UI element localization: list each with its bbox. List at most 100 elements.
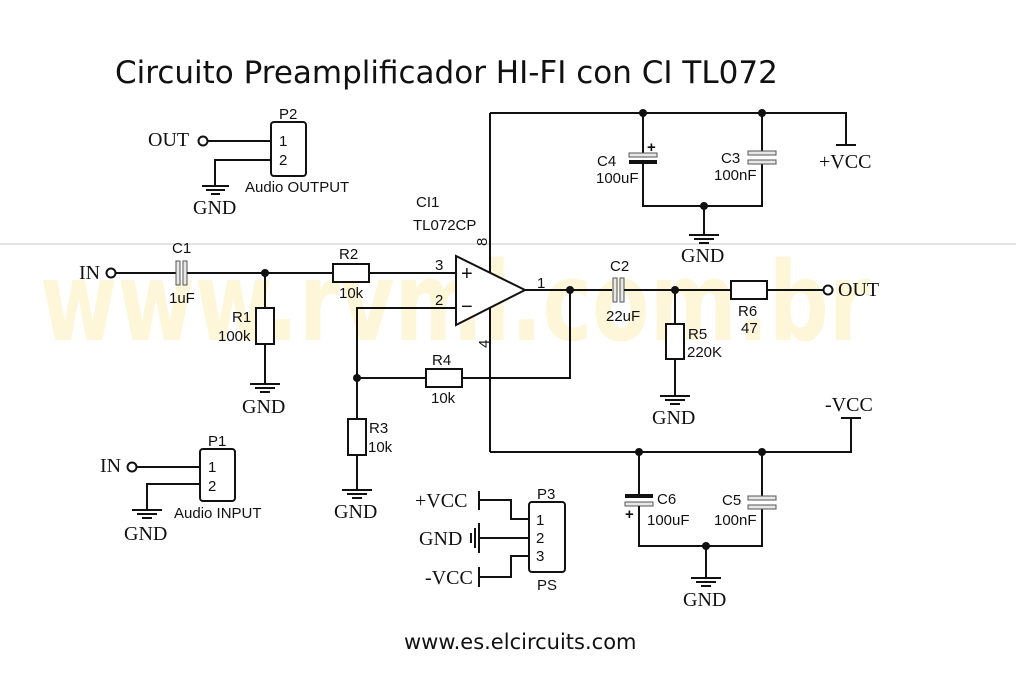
component-value: 10k (368, 439, 393, 456)
connector-name-p2: Audio OUTPUT (245, 179, 349, 196)
opamp-ic1: CI1 TL072CP + − 8 4 1 (413, 113, 612, 452)
capacitor-c6: + C6 100uF (624, 491, 690, 529)
capacitor-polarity: + (647, 139, 656, 156)
pin-label: 1 (208, 459, 216, 476)
component-ref: C4 (597, 153, 616, 170)
net-label-in: IN (79, 262, 100, 284)
net-label-gnd-p3: GND (419, 528, 462, 550)
connector-name-p3: PS (537, 577, 557, 594)
component-value: 47 (741, 320, 758, 337)
connector-name-p1: Audio INPUT (174, 505, 262, 522)
resistor-r5: R5 220K (665, 323, 722, 361)
ic-pin-number: 1 (537, 275, 545, 292)
capacitor-c4: + C4 100uF (596, 139, 658, 187)
component-ref: R3 (369, 420, 388, 437)
ic-pin-number: 4 (476, 340, 493, 348)
component-ref: R2 (339, 246, 358, 263)
component-ref: R1 (232, 309, 251, 326)
ground-icon (691, 577, 721, 587)
ic-part-number: TL072CP (413, 217, 476, 234)
resistor-r1: R1 100k (218, 307, 275, 345)
resistor-r2: R2 10k (332, 246, 370, 302)
ground-icon (342, 489, 372, 499)
component-ref: C5 (722, 492, 741, 509)
gnd-label: GND (193, 197, 236, 219)
component-value: 100uF (596, 170, 639, 187)
component-ref: R5 (688, 326, 707, 343)
resistor-r3: R3 10k (347, 418, 393, 456)
connector-ref-p3: P3 (537, 486, 555, 503)
gnd-label: GND (242, 396, 285, 418)
component-value: 100nF (714, 512, 757, 529)
capacitor-c3: C3 100nF (714, 150, 777, 184)
connector-ref-p2: P2 (279, 106, 297, 123)
output-section: C2 22uF R5 220K GND R6 47 OUT (606, 258, 879, 429)
component-value: 100nF (714, 167, 757, 184)
terminal-out-p2 (197, 135, 209, 147)
component-value: 1uF (169, 290, 195, 307)
connector-body-p3 (528, 501, 566, 573)
opamp-noninv-sign: + (461, 263, 473, 285)
component-value: 10k (431, 390, 456, 407)
net-label-in-p1: IN (100, 455, 121, 477)
net-label-vcc-pos-p3: +VCC (415, 490, 467, 512)
connector-p1: IN GND P1 1 2 Audio INPUT (100, 433, 262, 545)
ic-pin-number: 2 (435, 292, 443, 309)
pin-label: 1 (279, 133, 287, 150)
net-label-vcc-neg-p3: -VCC (425, 567, 473, 589)
gnd-label: GND (683, 589, 726, 611)
ground-icon (470, 523, 480, 553)
capacitor-polarity: + (625, 506, 634, 523)
capacitor-c1: C1 1uF (169, 240, 195, 307)
gnd-label: GND (124, 523, 167, 545)
component-value: 100uF (647, 512, 690, 529)
pin-label: 2 (536, 530, 544, 547)
net-label-vcc-neg: -VCC (825, 394, 873, 416)
connector-ref-p1: P1 (208, 433, 226, 450)
pin-label: 2 (279, 152, 287, 169)
gnd-label: GND (681, 245, 724, 267)
component-ref: R6 (738, 303, 757, 320)
resistor-r4: R4 10k (425, 352, 463, 407)
ground-icon (202, 185, 229, 195)
ground-icon (250, 383, 280, 393)
capacitor-c2: C2 22uF (606, 258, 640, 325)
ground-icon (660, 395, 690, 405)
component-value: 220K (687, 344, 722, 361)
input-section: IN C1 1uF R1 100k GND R2 10k (79, 240, 456, 418)
connector-p2: OUT GND P2 1 2 Audio OUTPUT (148, 106, 349, 219)
pin-label: 1 (536, 512, 544, 529)
pin-label: 3 (536, 548, 544, 565)
ic-ref: CI1 (416, 194, 439, 211)
component-ref: R4 (432, 352, 451, 369)
net-label-out: OUT (838, 279, 879, 301)
net-label-vcc-pos: +VCC (819, 151, 871, 173)
component-value: 10k (339, 285, 364, 302)
connector-body-p1 (199, 448, 236, 502)
negative-supply-decoupling: -VCC + C6 100uF C5 100nF GND (490, 394, 873, 611)
component-ref: C1 (172, 240, 191, 257)
terminal-out (822, 284, 834, 296)
component-ref: C2 (610, 258, 629, 275)
connector-body-p2 (270, 121, 307, 177)
feedback-network: 2 R4 10k R3 10k GND (334, 290, 571, 523)
pin-label: 2 (208, 478, 216, 495)
connector-p3: +VCC GND -VCC P3 1 2 3 PS (415, 486, 566, 594)
terminal-in-p1 (126, 461, 138, 473)
ground-icon (132, 509, 162, 519)
diagram-title: Circuito Preamplificador HI-FI con CI TL… (115, 55, 778, 91)
component-ref: C6 (657, 491, 676, 508)
positive-supply-decoupling: +VCC + C4 100uF C3 100nF GND (490, 109, 871, 267)
component-value: 22uF (606, 308, 640, 325)
ic-pin-number: 3 (435, 257, 443, 274)
capacitor-c5: C5 100nF (714, 492, 777, 529)
gnd-label: GND (334, 501, 377, 523)
component-ref: C3 (721, 150, 740, 167)
ground-icon (689, 234, 719, 244)
resistor-r6: R6 47 (730, 280, 768, 337)
gnd-label: GND (652, 407, 695, 429)
terminal-in (105, 267, 117, 279)
ic-pin-number: 8 (474, 238, 491, 246)
net-label-out-p2: OUT (148, 129, 189, 151)
